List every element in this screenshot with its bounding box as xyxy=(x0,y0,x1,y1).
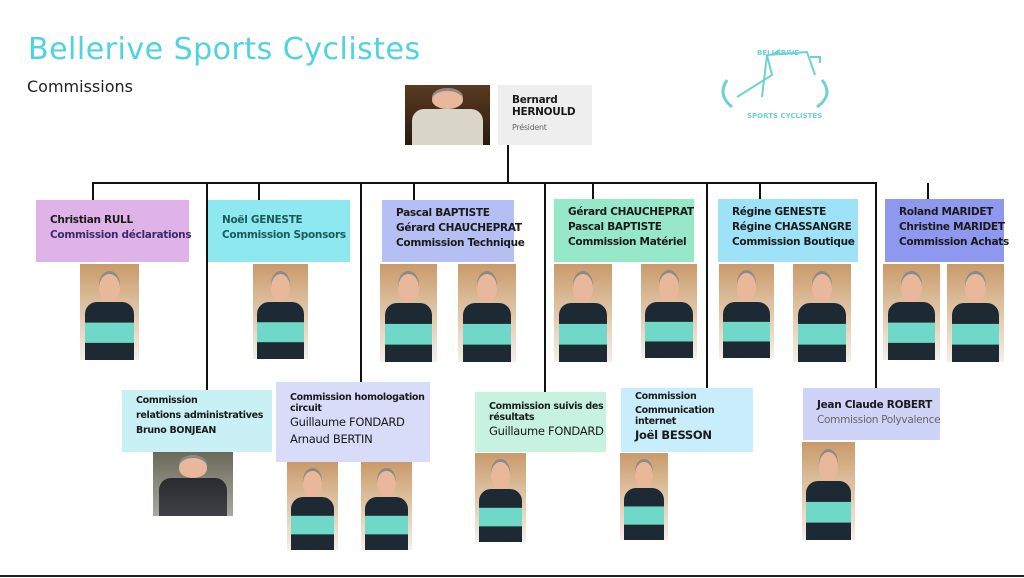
member-photo xyxy=(802,442,855,540)
commission-materiel-card: Gérard CHAUCHEPRAT Pascal BAPTISTE Commi… xyxy=(554,199,694,262)
club-logo: BELLERIVE SPORTS CYCLISTES xyxy=(712,35,837,125)
commission-name: Commission Matériel xyxy=(568,236,687,248)
commission-name: Communication xyxy=(635,405,715,416)
member-photo xyxy=(458,264,516,362)
commission-name: Commission homologation xyxy=(290,392,425,403)
member-photo xyxy=(380,264,437,362)
commission-name: Commission Sponsors xyxy=(222,229,346,241)
member-name: Pascal BAPTISTE xyxy=(396,207,490,219)
member-photo xyxy=(883,264,940,360)
commission-name: Commission Achats xyxy=(899,236,1009,248)
president-first-name: Bernard xyxy=(512,94,558,106)
commission-declarations-card: Christian RULL Commission déclarations xyxy=(36,200,192,262)
member-name: Christian RULL xyxy=(50,214,133,226)
member-name: Pascal BAPTISTE xyxy=(568,221,662,233)
commission-name: Commission Polyvalence xyxy=(817,414,941,426)
logo-bottom-text: SPORTS CYCLISTES xyxy=(747,112,822,120)
member-name: Noël GENESTE xyxy=(222,214,303,226)
member-photo xyxy=(253,264,308,359)
commission-name: relations administratives xyxy=(136,410,264,421)
commission-name: circuit xyxy=(290,403,322,414)
commission-suivis-card: Commission suivis des résultats Guillaum… xyxy=(475,392,606,452)
member-name: Gérard CHAUCHEPRAT xyxy=(568,206,694,218)
president-last-name: HERNOULD xyxy=(512,106,576,118)
member-photo xyxy=(80,264,139,360)
member-photo xyxy=(287,462,338,550)
commission-technique-card: Pascal BAPTISTE Gérard CHAUCHEPRAT Commi… xyxy=(382,200,525,262)
member-photo xyxy=(620,453,668,540)
logo-top-text: BELLERIVE xyxy=(757,49,799,57)
commission-sponsors-card: Noël GENESTE Commission Sponsors xyxy=(208,200,350,262)
president-role: Président xyxy=(512,123,547,132)
commission-homologation-card: Commission homologation circuit Guillaum… xyxy=(276,382,430,462)
page-subtitle: Commissions xyxy=(27,77,133,96)
member-name: Guillaume FONDARD xyxy=(290,415,405,429)
member-photo xyxy=(947,264,1004,362)
member-photo xyxy=(641,264,697,358)
commission-name: Commission Technique xyxy=(396,237,525,249)
commission-achats-card: Roland MARIDET Christine MARIDET Commiss… xyxy=(885,199,1009,262)
commission-polyvalence-card: Jean Claude ROBERT Commission Polyvalenc… xyxy=(803,388,941,440)
member-name: Gérard CHAUCHEPRAT xyxy=(396,222,522,234)
member-name: Régine GENESTE xyxy=(732,206,827,218)
member-name: Régine CHASSANGRE xyxy=(732,221,852,233)
member-name: Bruno BONJEAN xyxy=(136,425,216,436)
commission-relations-card: Commission relations administratives Bru… xyxy=(122,390,272,452)
member-photo xyxy=(719,264,774,358)
commission-name: résultats xyxy=(489,412,535,423)
president-photo xyxy=(405,85,490,145)
member-name: Jean Claude ROBERT xyxy=(817,399,932,411)
commission-name: Commission Boutique xyxy=(732,236,855,248)
commission-boutique-card: Régine GENESTE Régine CHASSANGRE Commiss… xyxy=(718,199,858,262)
member-photo xyxy=(361,462,412,550)
president-card: Bernard HERNOULD Président xyxy=(498,85,592,145)
member-photo xyxy=(793,264,851,362)
member-name: Guillaume FONDARD xyxy=(489,424,604,438)
commission-name: Commission déclarations xyxy=(50,229,192,241)
member-photo xyxy=(475,453,526,542)
page-title: Bellerive Sports Cyclistes xyxy=(28,32,421,67)
bicycle-logo-icon: BELLERIVE SPORTS CYCLISTES xyxy=(721,49,829,120)
commission-name: Commission xyxy=(136,395,198,406)
member-name: Arnaud BERTIN xyxy=(290,432,373,446)
commission-name: Commission xyxy=(635,391,697,402)
member-name: Roland MARIDET xyxy=(899,206,994,218)
member-photo xyxy=(153,452,233,516)
commission-communication-card: Commission Communication internet Joël B… xyxy=(621,388,753,452)
member-name: Christine MARIDET xyxy=(899,221,1005,233)
member-photo xyxy=(554,264,612,362)
commission-name: internet xyxy=(635,416,677,427)
commission-name: Commission suivis des xyxy=(489,401,604,412)
member-name: Joël BESSON xyxy=(635,428,712,442)
